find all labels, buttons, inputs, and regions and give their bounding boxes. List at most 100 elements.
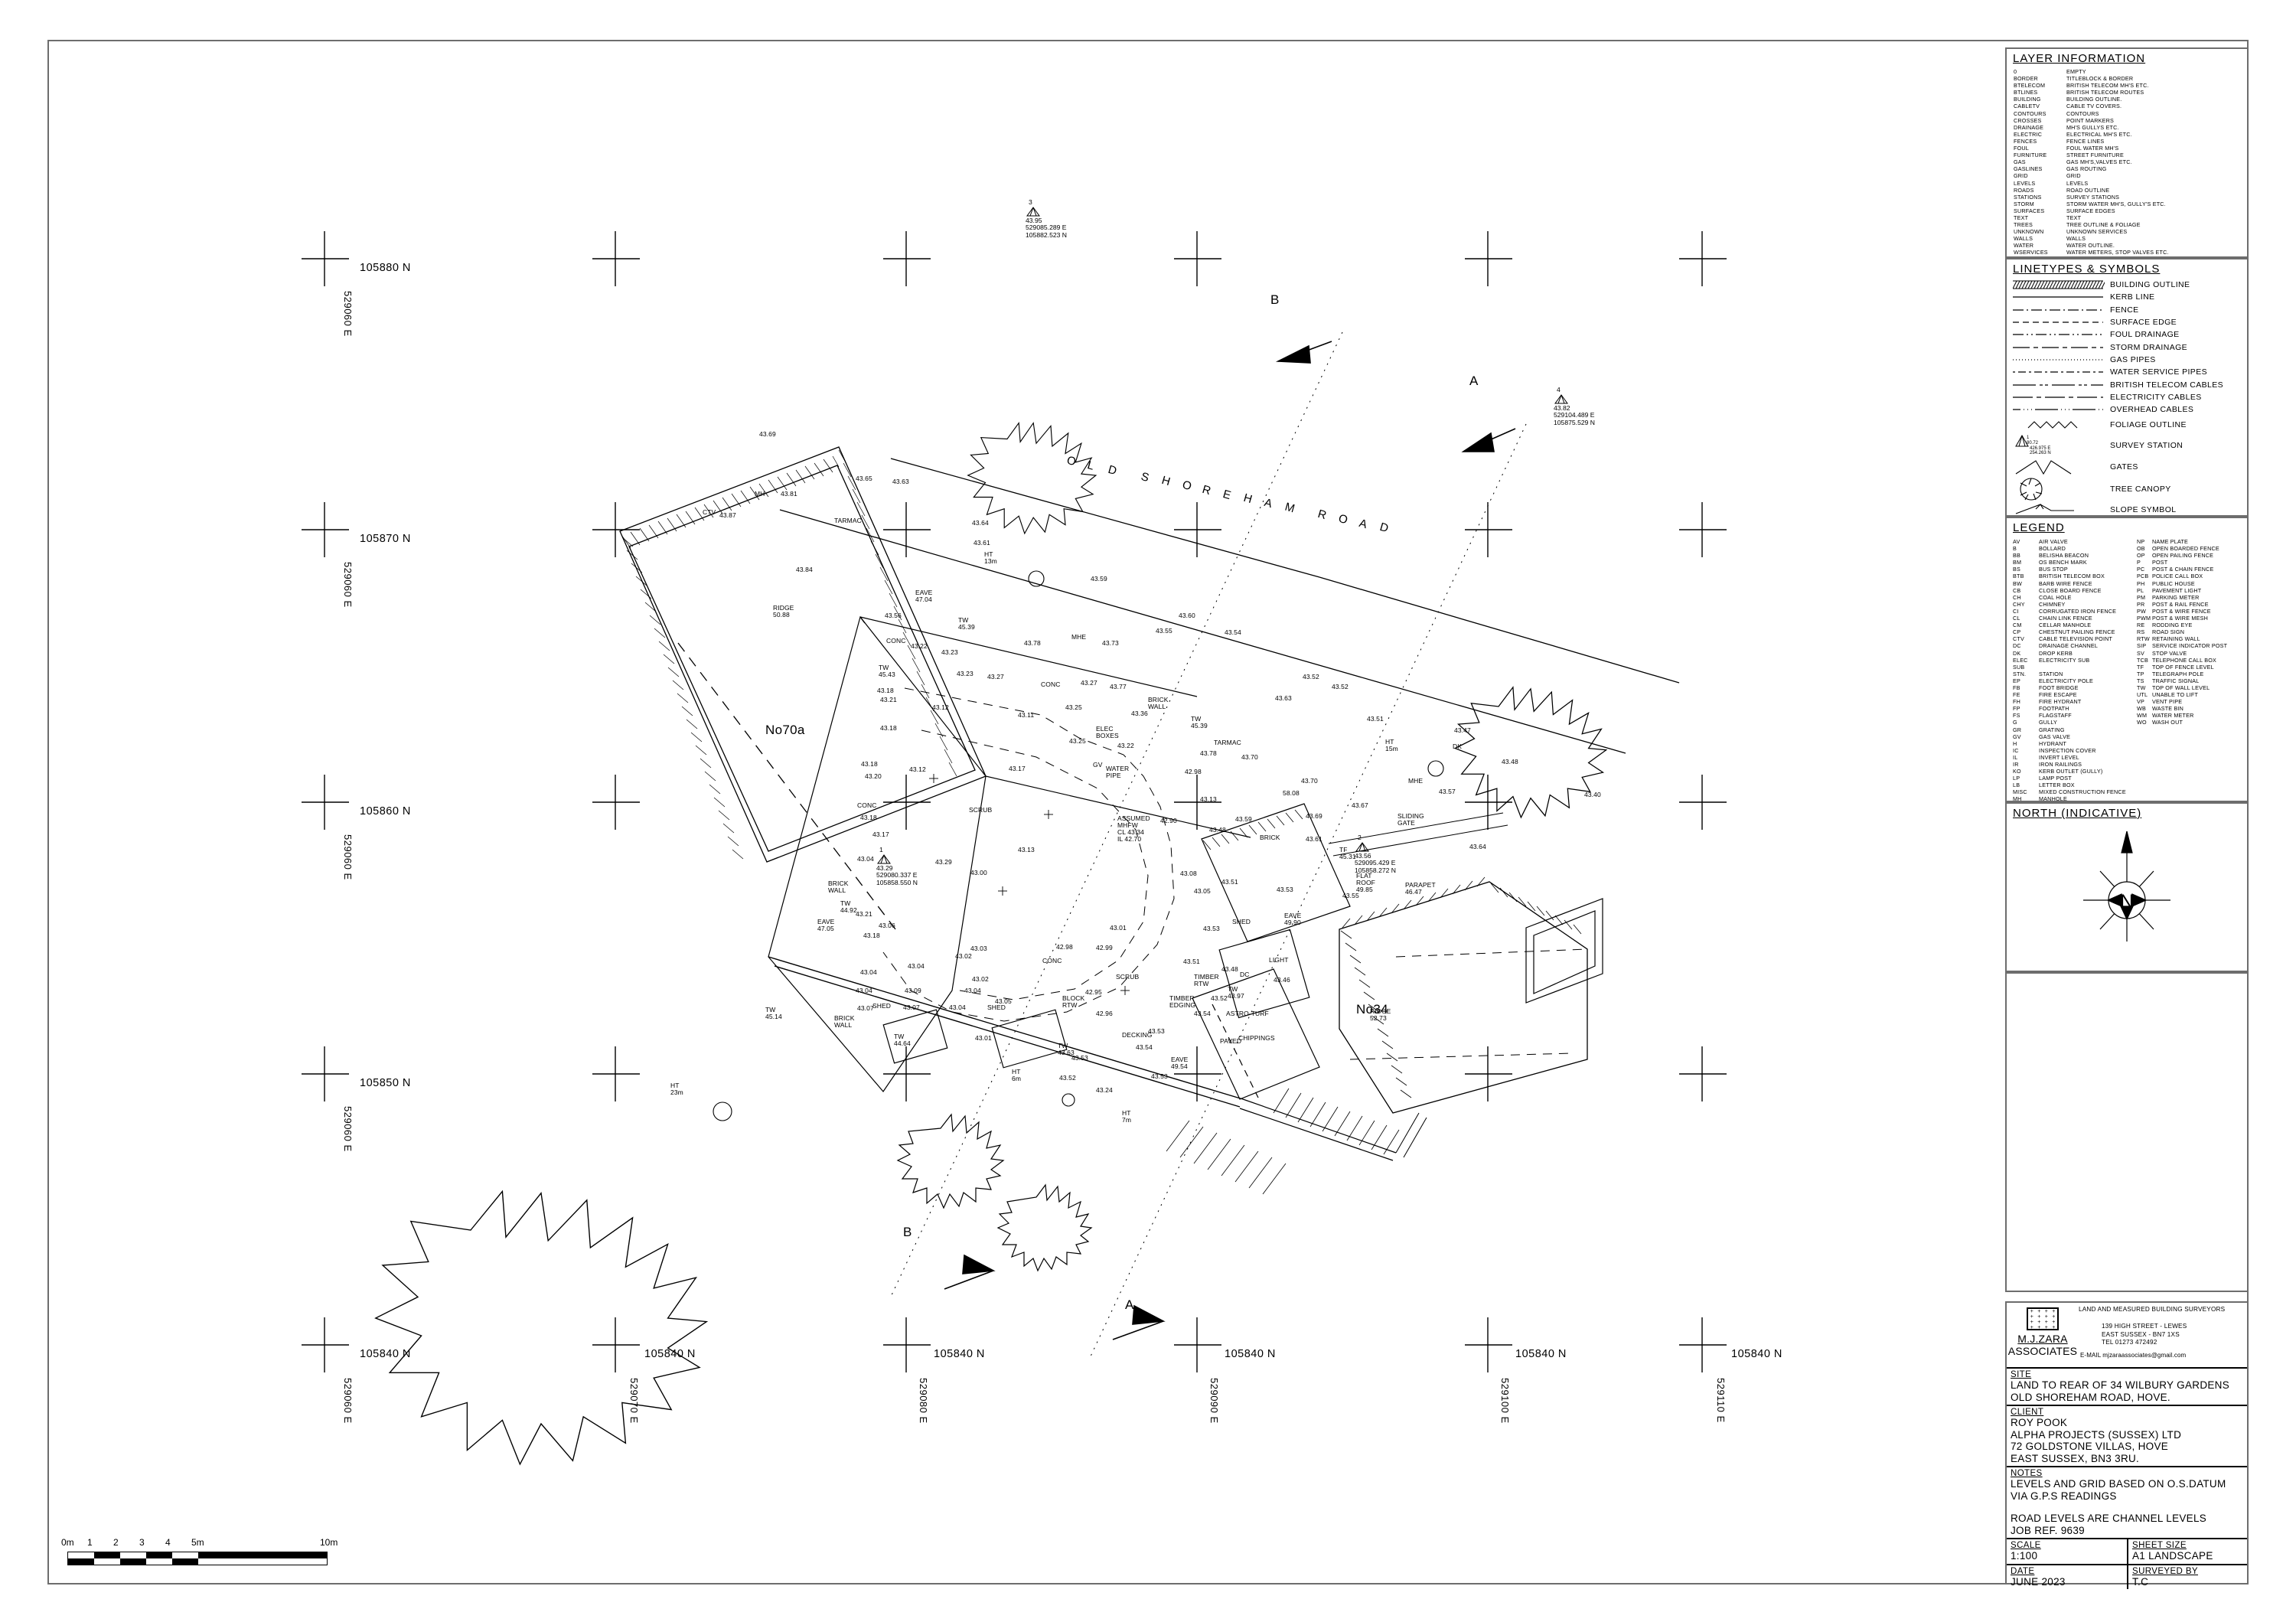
road-name-char: H	[1241, 491, 1254, 507]
layer-description: BUILDING OUTLINE.	[2066, 96, 2122, 103]
map-annotation: 43.59	[1091, 575, 1107, 583]
scale-tick-label: 3	[139, 1537, 145, 1548]
legend-abbreviation: PCB	[2137, 573, 2149, 580]
map-annotation: SHED	[872, 1002, 892, 1010]
layer-code: WATER	[2014, 242, 2034, 250]
map-annotation: 43.18	[860, 814, 877, 821]
road-name-char: O	[1180, 478, 1193, 494]
layer-code: TEXT	[2014, 214, 2029, 221]
linetype-row: ELECTRICITY CABLES	[2007, 391, 2247, 403]
map-annotation: 43.20	[865, 772, 882, 780]
legend-description: INSPECTION COVER	[2039, 746, 2096, 754]
north-letter: N	[2120, 891, 2134, 912]
company-name-line2: ASSOCIATES	[2007, 1345, 2078, 1357]
layer-code: SURFACES	[2014, 207, 2045, 214]
sheet-size-heading: SHEET SIZE	[2132, 1541, 2187, 1550]
map-annotation: 43.70	[1301, 777, 1318, 785]
layer-description: SURVEY STATIONS	[2066, 193, 2120, 201]
survey-station-icon	[877, 854, 891, 864]
legend-abbreviation: FB	[2013, 684, 2020, 691]
map-annotation: 58.08	[1283, 789, 1300, 797]
map-annotation: 43.47	[1454, 726, 1471, 734]
linetype-row: BUILDING OUTLINE	[2007, 279, 2247, 291]
legend-abbreviation: AV	[2013, 538, 2020, 545]
grid-easting-label: 529060 E	[342, 291, 354, 337]
legend-description: OPEN BOARDED FENCE	[2152, 545, 2219, 553]
layer-code: UNKNOWN	[2014, 228, 2044, 236]
layer-code: STORM	[2014, 200, 2034, 207]
slope-symbol-icon	[2013, 503, 2105, 517]
legend-description: CELLAR MANHOLE	[2039, 622, 2092, 629]
longdash-line-icon	[2013, 346, 2103, 348]
map-annotation: 43.18	[880, 724, 897, 732]
layer-code: GASLINES	[2014, 165, 2043, 173]
notes-line-4: JOB REF. 9639	[2011, 1524, 2085, 1536]
legend-description: CABLE TELEVISION POINT	[2039, 635, 2113, 643]
linetype-sample	[2013, 355, 2105, 364]
map-annotation: 43.53	[1071, 1054, 1088, 1062]
map-annotation: 43.21	[856, 910, 872, 918]
linetype-sample	[2013, 292, 2105, 302]
legend-description: RETAINING WALL	[2152, 635, 2200, 643]
legend-description: BOLLARD	[2039, 545, 2066, 553]
map-annotation: 43.04	[964, 987, 981, 994]
site-plan-vector	[302, 231, 1727, 1466]
layer-description: WATER METERS, STOP VALVES ETC.	[2066, 249, 2169, 256]
date-heading: DATE	[2011, 1566, 2035, 1576]
map-annotation: SHED	[1232, 918, 1251, 925]
layer-code: 0	[2014, 68, 2017, 75]
legend-abbreviation: OB	[2137, 545, 2145, 553]
map-annotation: SHED	[987, 1004, 1006, 1011]
legend-description: CLOSE BOARD FENCE	[2039, 586, 2102, 594]
legend-description: RODDING EYE	[2152, 622, 2193, 629]
map-annotation: 43.07	[903, 1004, 920, 1011]
legend-abbreviation: H	[2013, 739, 2017, 747]
legend-abbreviation: BW	[2013, 579, 2022, 587]
map-annotation: 43.59	[1235, 815, 1252, 823]
legend-abbreviation: KO	[2013, 768, 2021, 775]
layer-description: FENCE LINES	[2066, 137, 2105, 145]
map-annotation: 43.51	[1221, 878, 1238, 886]
layer-code: ROADS	[2014, 186, 2034, 194]
legend-abbreviation: PWM	[2137, 615, 2151, 622]
layer-description: GAS MH'S,VALVES ETC.	[2066, 158, 2132, 166]
map-annotation: 43.64	[972, 519, 989, 527]
map-annotation: 43.51	[1367, 715, 1384, 723]
layer-information-title: LAYER INFORMATION	[2013, 52, 2146, 65]
map-annotation: 43.53	[1203, 925, 1220, 932]
north-arrow-panel: NORTH (INDICATIVE) N	[2005, 802, 2249, 972]
section-marker-label: B	[903, 1225, 912, 1239]
linetype-sample	[2013, 318, 2105, 327]
map-annotation: 43.55	[1342, 892, 1359, 899]
map-annotation: DECKING	[1122, 1031, 1153, 1039]
client-section: CLIENT ROY POOK ALPHA PROJECTS (SUSSEX) …	[2007, 1406, 2247, 1467]
map-annotation: 43.48	[1221, 965, 1238, 973]
